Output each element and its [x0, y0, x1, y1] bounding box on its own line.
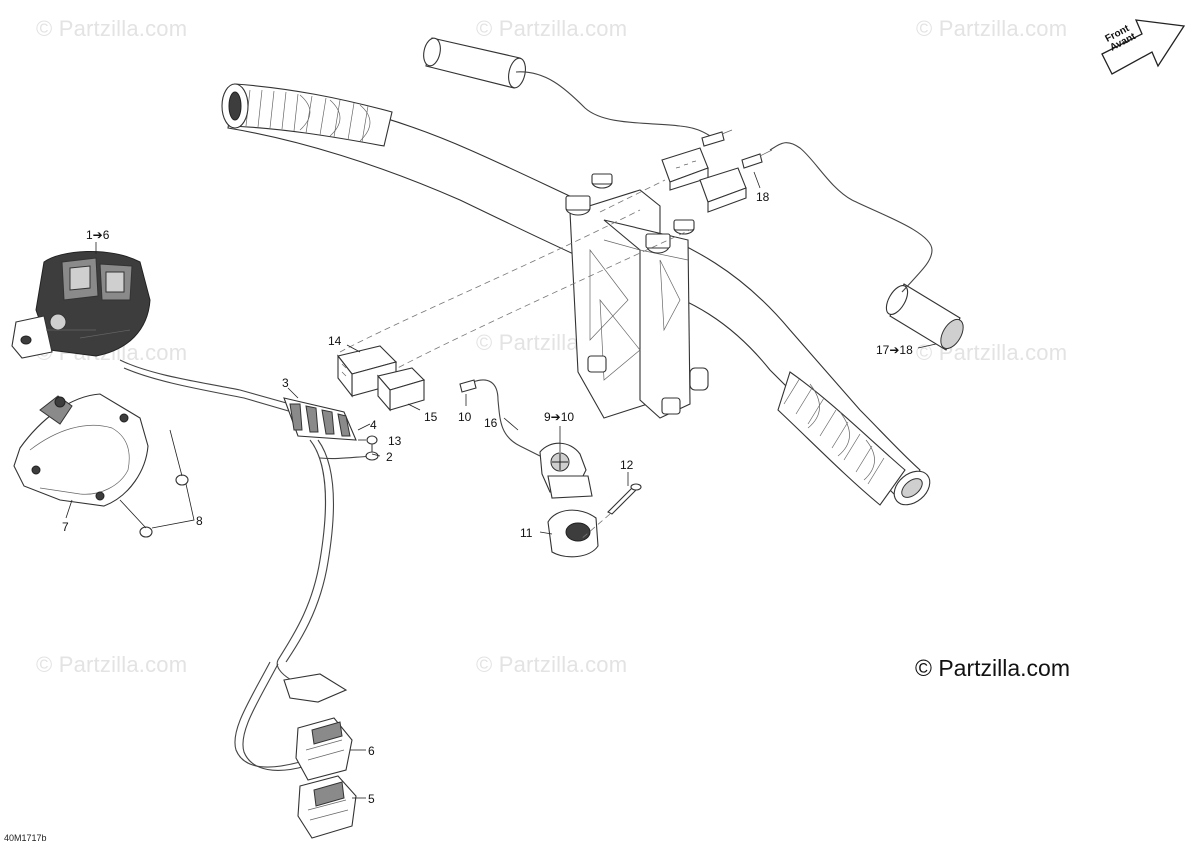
callout-label: 6	[368, 744, 375, 758]
callout-label: 7	[62, 520, 69, 534]
ground-screw	[365, 435, 379, 461]
callout-label: 5	[368, 792, 375, 806]
watermark: © Partzilla.com	[36, 652, 188, 677]
watermark: © Partzilla.com	[476, 16, 628, 41]
routing-line	[599, 179, 666, 213]
copyright-notice: © Partzilla.com	[915, 655, 1070, 681]
watermark: © Partzilla.com	[36, 16, 188, 41]
connector-block	[283, 397, 357, 441]
heater-switch	[459, 379, 593, 499]
handlebar	[221, 83, 931, 506]
callout-label: 14	[328, 334, 342, 348]
callout-leaders	[65, 171, 937, 799]
routing-line	[339, 209, 641, 353]
harness-connector-5	[297, 775, 357, 839]
wiring-harness	[119, 359, 379, 771]
callout-label: 10	[458, 410, 472, 424]
diagram-reference-code: 40M1717b	[4, 833, 47, 843]
callout-label: 11	[520, 526, 533, 540]
callout-label: 12	[620, 458, 634, 472]
callout-label: 2	[386, 450, 393, 464]
screw	[139, 474, 189, 538]
callout-label: 15	[424, 410, 438, 424]
switch-cover	[13, 393, 149, 507]
switch-housing	[11, 250, 151, 359]
callout-label: 18	[756, 190, 770, 204]
callout-label: 9➔10	[544, 410, 575, 424]
pin	[607, 483, 642, 515]
connector-pair-top	[661, 129, 773, 213]
callout-label: 1➔6	[86, 228, 110, 242]
watermark: © Partzilla.com	[476, 652, 628, 677]
routing-line	[579, 513, 611, 541]
callout-label: 3	[282, 376, 289, 390]
harness-connector-6	[295, 717, 353, 781]
callout-label: 8	[196, 514, 203, 528]
handlebar-riser	[565, 173, 709, 419]
callout-label: 17➔18	[876, 343, 913, 357]
callout-label: 4	[370, 418, 377, 432]
callout-label: 13	[388, 434, 402, 448]
heating-element-left	[423, 37, 715, 139]
callout-label: 16	[484, 416, 498, 430]
watermark: © Partzilla.com	[916, 16, 1068, 41]
arrow-right-icon	[1101, 19, 1186, 75]
heating-element-right	[769, 142, 964, 351]
connector-15	[376, 367, 426, 412]
switch-boot	[547, 509, 599, 558]
